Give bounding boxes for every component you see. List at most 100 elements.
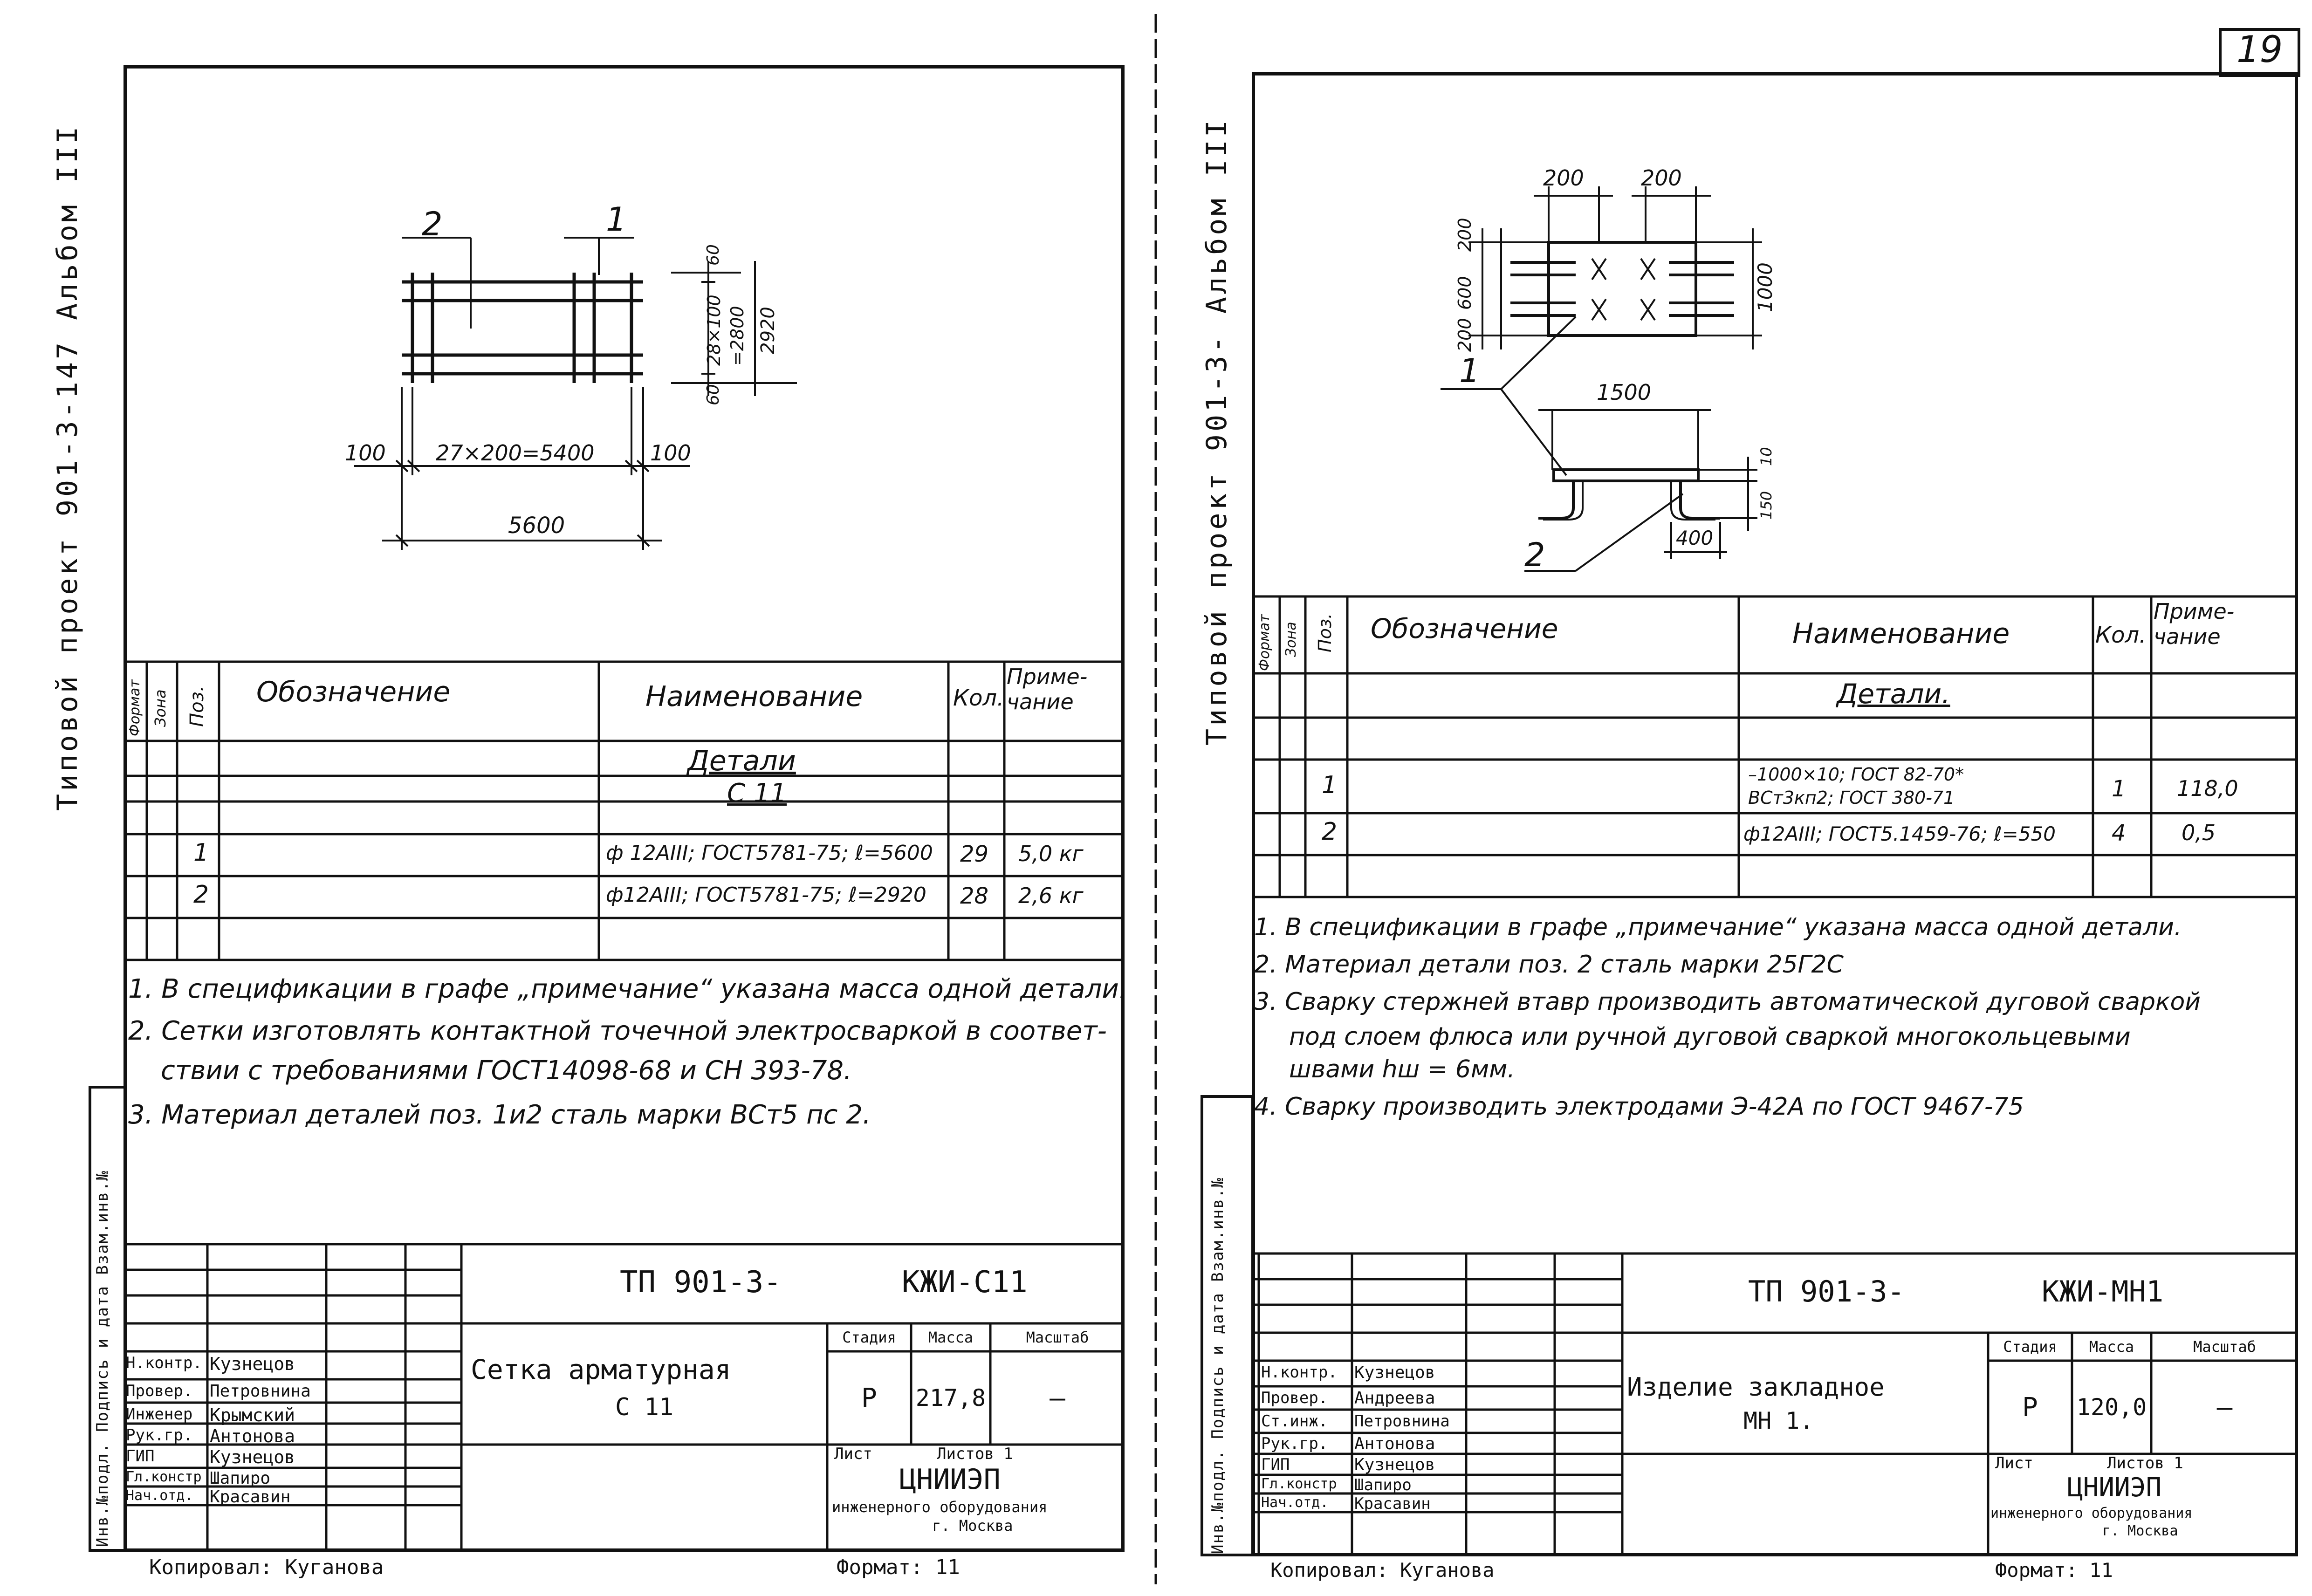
right-staff-role-3: Ст.инж. xyxy=(1261,1412,1328,1431)
right-row1-name-line2: ВСт3кп2; ГОСТ 380-71 xyxy=(1748,788,1955,808)
right-org-sub1: инженерного оборудования xyxy=(1990,1505,2193,1521)
right-row2-name: ф12АIII; ГОСТ5.1459-76; ℓ=550 xyxy=(1743,822,2056,845)
left-staff-role-1: Н.контр. xyxy=(126,1354,202,1372)
left-staff-name-5: Кузнецов xyxy=(210,1447,295,1467)
right-note-1: 1. В спецификации в графе „примечание“ у… xyxy=(1254,913,2182,941)
left-scale-value: — xyxy=(1050,1383,1065,1413)
left-org-sub1: инженерного оборудования xyxy=(832,1498,1048,1516)
right-row2-qty: 4 xyxy=(2112,820,2126,846)
right-row1-name-line1: –1000×10; ГОСТ 82-70* xyxy=(1748,764,1964,785)
left-row1-qty: 29 xyxy=(960,841,989,867)
right-mass-value: 120,0 xyxy=(2076,1394,2147,1421)
right-org-sub2: г. Москва xyxy=(2102,1523,2178,1539)
left-dim-100-right: 100 xyxy=(650,440,691,466)
right-row2-note: 0,5 xyxy=(2182,820,2216,845)
left-staff-role-7: Нач.отд. xyxy=(126,1487,193,1504)
left-row2-qty: 28 xyxy=(960,883,989,909)
right-spec-table-grid xyxy=(1252,595,2298,898)
left-sheets-header: Листов 1 xyxy=(937,1445,1013,1463)
left-th-designation: Обозначение xyxy=(256,676,451,708)
right-th-designation: Обозначение xyxy=(1371,613,1558,644)
right-drawing-title-1: Изделие закладное xyxy=(1627,1372,1885,1402)
right-staff-role-2: Провер. xyxy=(1261,1389,1328,1407)
right-dim-400: 400 xyxy=(1676,527,1714,549)
right-org-name: ЦНИИЭП xyxy=(2067,1473,2162,1503)
right-staff-name-4: Антонова xyxy=(1354,1434,1435,1453)
right-staff-role-1: Н.контр. xyxy=(1261,1363,1338,1382)
left-staff-name-6: Шапиро xyxy=(210,1469,271,1488)
right-embedded-part-drawing xyxy=(1441,186,1762,572)
left-copied-by: Копировал: Куганова xyxy=(149,1555,384,1579)
right-stage-value: Р xyxy=(2022,1392,2038,1423)
right-row1-qty: 1 xyxy=(2112,776,2126,802)
left-staff-role-3: Инженер xyxy=(126,1405,193,1424)
right-doc-code-left: ТП 901-3- xyxy=(1748,1274,1905,1308)
right-copied-by: Копировал: Куганова xyxy=(1270,1559,1495,1582)
sheet-number: 19 xyxy=(2237,29,2283,71)
right-dim-200-a: 200 xyxy=(1543,165,1584,191)
left-spec-table-grid xyxy=(123,660,1125,961)
left-sheet: Типовой проект 901-3-147 Альбом III Инв.… xyxy=(51,65,1127,1579)
right-staff-role-7: Нач.отд. xyxy=(1261,1494,1329,1511)
left-row2-pos: 2 xyxy=(193,881,209,909)
right-staff-name-5: Кузнецов xyxy=(1354,1455,1435,1474)
left-mesh-drawing xyxy=(354,237,797,550)
right-staff-name-6: Шапиро xyxy=(1354,1476,1412,1494)
left-mass-header: Масса xyxy=(928,1329,974,1346)
left-staff-role-2: Провер. xyxy=(126,1382,193,1400)
right-th-qty: Кол. xyxy=(2095,622,2147,648)
left-dim-27x200: 27×200=5400 xyxy=(436,440,595,466)
left-note-3: 3. Материал деталей поз. 1и2 сталь марки… xyxy=(128,1100,871,1130)
left-row2-name: ф12АIII; ГОСТ5781-75; ℓ=2920 xyxy=(606,883,926,907)
left-th-name: Наименование xyxy=(645,680,863,713)
left-org-name: ЦНИИЭП xyxy=(899,1463,1001,1496)
right-staff-name-1: Кузнецов xyxy=(1354,1363,1435,1382)
right-scale-header: Масштаб xyxy=(2193,1338,2256,1356)
left-staff-role-5: ГИП xyxy=(126,1447,155,1466)
right-title-block-grid xyxy=(1252,1252,2298,1556)
right-pos-1-label: 1 xyxy=(1459,352,1480,390)
left-scale-header: Масштаб xyxy=(1026,1329,1089,1346)
right-row1-pos: 1 xyxy=(1322,771,1338,799)
right-pos-2-label: 2 xyxy=(1524,536,1545,574)
left-row1-name: ф 12АIII; ГОСТ5781-75; ℓ=5600 xyxy=(606,841,933,865)
left-format: Формат: 11 xyxy=(837,1555,960,1579)
right-th-note: Приме-чание xyxy=(2154,599,2235,649)
left-doc-code-left: ТП 901-3- xyxy=(620,1265,782,1300)
left-row2-note: 2,6 кг xyxy=(1018,883,1084,908)
left-row1-pos: 1 xyxy=(193,839,209,867)
left-note-2-cont: ствии с требованиями ГОСТ14098-68 и СН 3… xyxy=(161,1055,852,1086)
left-title-block-grid xyxy=(123,1243,1125,1552)
left-th-note: Приме-чание xyxy=(1007,664,1088,714)
right-mass-header: Масса xyxy=(2089,1338,2134,1356)
right-scale-value: — xyxy=(2216,1392,2233,1423)
left-org-sub2: г. Москва xyxy=(932,1517,1013,1534)
left-note-2: 2. Сетки изготовлять контактной точечной… xyxy=(128,1016,1107,1046)
right-note-3-cont1: под слоем флюса или ручной дуговой сварк… xyxy=(1289,1023,2131,1051)
left-sheet-header: Лист xyxy=(834,1445,872,1463)
left-staff-name-7: Красавин xyxy=(210,1487,291,1507)
left-stage-value: Р xyxy=(861,1383,877,1413)
left-staff-name-3: Крымский xyxy=(210,1405,295,1425)
right-sheet-header: Лист xyxy=(1995,1454,2033,1473)
left-dim-100-left: 100 xyxy=(345,440,386,466)
right-drawing-title-2: МН 1. xyxy=(1743,1407,1814,1434)
right-stage-header: Стадия xyxy=(2003,1338,2057,1356)
right-note-3-cont2: швами hш = 6мм. xyxy=(1289,1055,1515,1083)
right-sheets-header: Листов 1 xyxy=(2107,1454,2183,1473)
left-pos-1-label: 1 xyxy=(606,200,627,239)
left-staff-name-4: Антонова xyxy=(210,1426,295,1446)
left-frame xyxy=(123,65,1125,1552)
sheet-number-box xyxy=(2219,28,2300,77)
left-drawing-title-1: Сетка арматурная xyxy=(471,1354,731,1385)
left-pos-2-label: 2 xyxy=(422,205,443,243)
right-staff-name-7: Красавин xyxy=(1354,1494,1431,1513)
left-staff-name-1: Кузнецов xyxy=(210,1354,295,1374)
right-format: Формат: 11 xyxy=(1995,1559,2113,1582)
left-stamp-column xyxy=(89,1086,127,1552)
left-staff-role-4: Рук.гр. xyxy=(126,1426,193,1445)
right-staff-name-3: Петровнина xyxy=(1354,1412,1450,1431)
left-doc-code-right: КЖИ-С11 xyxy=(902,1265,1028,1300)
right-th-name: Наименование xyxy=(1792,617,2010,650)
